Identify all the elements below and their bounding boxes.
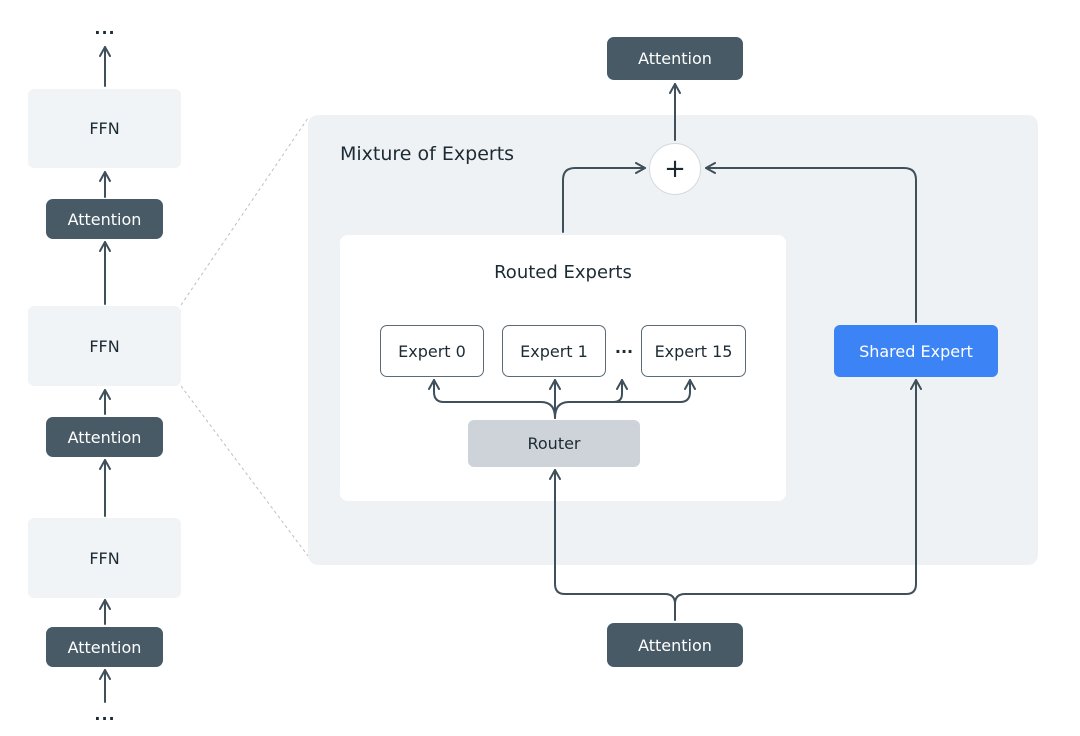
zoom-line-bottom bbox=[180, 385, 309, 557]
attention-block-bottom: Attention bbox=[46, 627, 163, 667]
moe-title: Mixture of Experts bbox=[340, 143, 515, 165]
expert-0: Expert 0 bbox=[380, 325, 484, 377]
ffn-block-bottom: FFN bbox=[28, 518, 181, 598]
attention-input: Attention bbox=[607, 623, 743, 667]
top-ellipsis: ... bbox=[94, 18, 116, 38]
attention-block-upper: Attention bbox=[46, 199, 163, 239]
expert-ellipsis: ··· bbox=[614, 341, 634, 361]
arrow-router-to-ellipsis bbox=[612, 379, 628, 403]
arrow-router-to-expert15 bbox=[554, 379, 696, 419]
bottom-ellipsis: ... bbox=[94, 704, 116, 724]
attention-output: Attention bbox=[607, 37, 743, 80]
routed-experts-title: Routed Experts bbox=[494, 261, 632, 283]
router: Router bbox=[468, 420, 640, 467]
arrow-attn-to-router bbox=[549, 469, 676, 621]
ffn-block-mid: FFN bbox=[28, 306, 181, 386]
attention-block-mid: Attention bbox=[46, 417, 163, 457]
expert-1: Expert 1 bbox=[502, 325, 606, 377]
arrow-routed-to-sum bbox=[562, 162, 646, 233]
arrow-shared-to-sum bbox=[705, 162, 917, 323]
zoom-line-top bbox=[180, 117, 309, 306]
arrow-router-to-expert0 bbox=[428, 379, 556, 419]
ffn-block-top: FFN bbox=[28, 89, 181, 168]
arrow-attn-to-shared bbox=[674, 379, 922, 605]
expert-15: Expert 15 bbox=[641, 325, 746, 377]
sum-node: + bbox=[649, 143, 701, 195]
shared-expert: Shared Expert bbox=[834, 325, 998, 377]
